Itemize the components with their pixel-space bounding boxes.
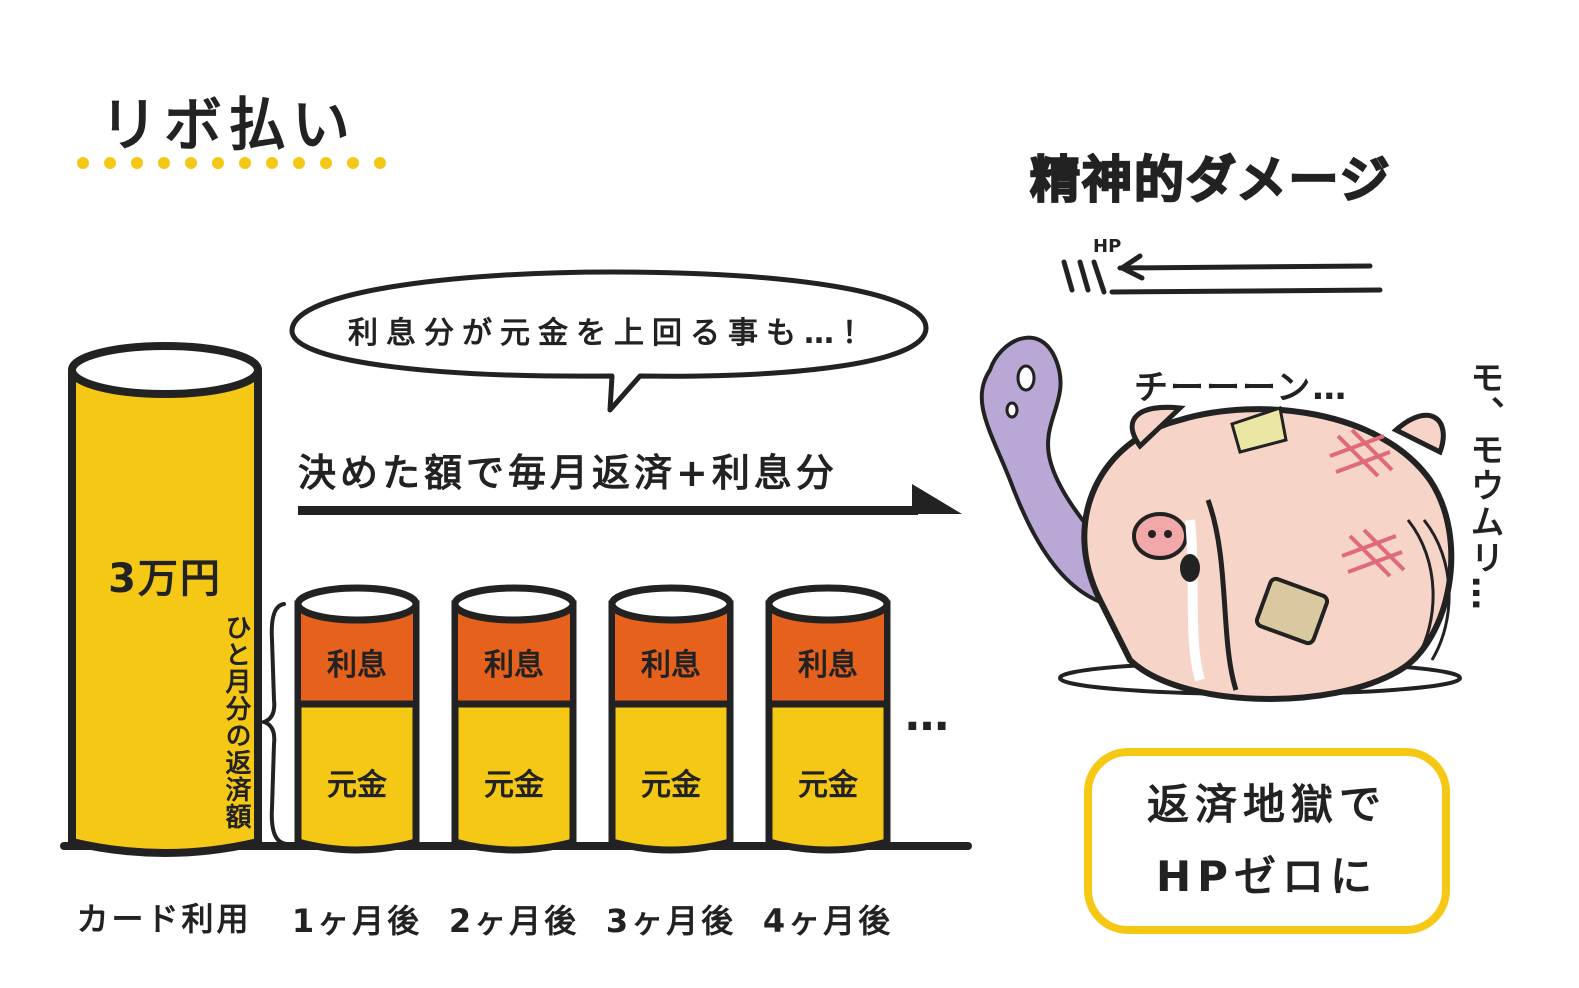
ellipsis: … <box>905 690 953 741</box>
principal-label: 元金 <box>327 768 387 803</box>
interest-label: 利息 <box>641 648 701 683</box>
big-bar-label: 3万円 <box>108 556 222 602</box>
page-title: リボ払い <box>100 91 357 159</box>
arrow-caption: 決めた額で毎月返済+利息分 <box>298 451 838 495</box>
callout-line-2: HPゼロに <box>1156 852 1378 901</box>
hp-arrow-icon <box>1061 253 1383 295</box>
x-label-month-4: 4ヶ月後 <box>762 902 894 940</box>
callout-line-1: 返済地獄で <box>1146 780 1387 829</box>
x-label-month-2: 2ヶ月後 <box>448 902 580 940</box>
arrow-line <box>298 484 962 515</box>
damage-title: 精神的ダメージ <box>1029 150 1392 210</box>
principal-label: 元金 <box>641 768 701 803</box>
interest-label: 利息 <box>798 648 858 683</box>
x-label-month-1: 1ヶ月後 <box>291 902 423 940</box>
ghost-soul-icon <box>979 335 1163 612</box>
small-bar-3 <box>608 584 734 854</box>
hp-zero-callout: 返済地獄で HPゼロに <box>1084 748 1450 934</box>
x-label-card-use: カード利用 <box>76 900 252 938</box>
hp-label: HP <box>1093 236 1122 257</box>
interest-label: 利息 <box>327 648 387 683</box>
speech-bubble <box>289 269 929 413</box>
brace <box>257 602 288 846</box>
small-bar-2 <box>451 584 577 854</box>
speech-bubble-text: 利息分が元金を上回る事も…！ <box>348 316 880 351</box>
principal-label: 元金 <box>484 768 544 803</box>
interest-label: 利息 <box>484 648 544 683</box>
sfx-momo: モ、モウムリ… <box>1464 360 1504 612</box>
pig-character <box>1058 404 1462 702</box>
small-bar-1 <box>294 584 420 854</box>
x-label-month-3: 3ヶ月後 <box>605 902 737 940</box>
dotted-underline <box>77 157 386 169</box>
principal-label: 元金 <box>798 768 858 803</box>
small-bar-4 <box>765 584 891 854</box>
monthly-payment-note: ひと月分の返済額 <box>221 614 251 830</box>
big-bar <box>68 342 262 857</box>
sfx-chiin: チーーーン… <box>1134 368 1349 408</box>
